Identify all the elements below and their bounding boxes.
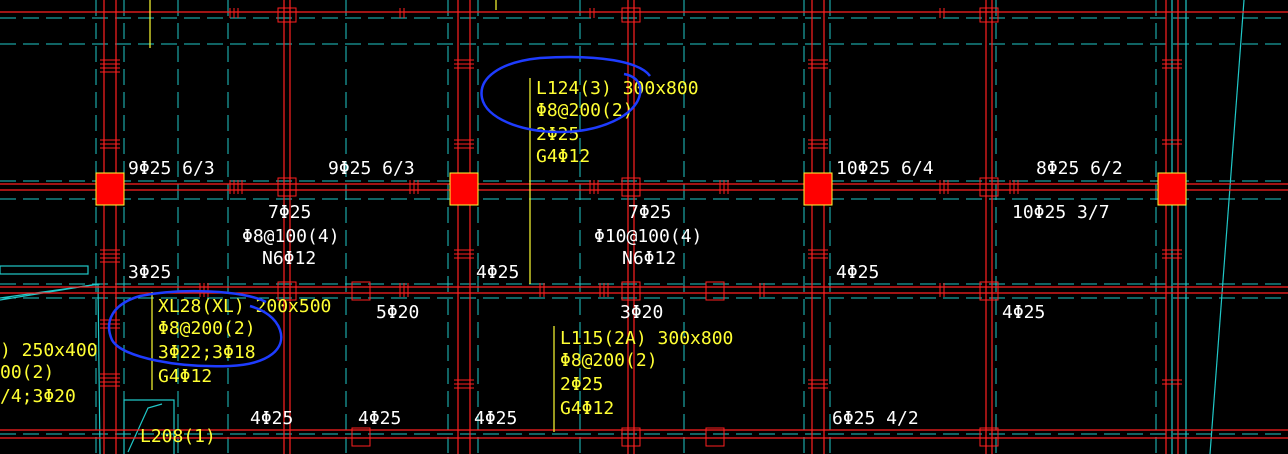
beam-tag-line: Φ8@200(2)	[158, 318, 256, 339]
annotation: 10Φ25 6/4	[836, 158, 934, 179]
annotation: 7Φ25	[628, 202, 671, 223]
beam-tag-line: G4Φ12	[560, 398, 614, 419]
cyan-outlines	[0, 0, 1245, 454]
beam-tag-line: Φ8@200(2)	[536, 100, 634, 121]
beam-tag-line: ) 250x400	[0, 340, 98, 361]
annotation: 4Φ25	[476, 262, 519, 283]
markup-circle-XL28	[107, 289, 283, 368]
leader-lines	[149, 0, 555, 432]
markup-circles	[107, 55, 652, 368]
columns	[95, 172, 1187, 206]
rebar-annotations: 9Φ25 6/3 9Φ25 6/3 10Φ25 6/4 8Φ25 6/2 10Φ…	[128, 158, 1123, 429]
column-2	[449, 172, 479, 206]
annotation: 9Φ25 6/3	[128, 158, 215, 179]
column-1	[95, 172, 125, 206]
annotation: 4Φ25	[474, 408, 517, 429]
column-4	[1157, 172, 1187, 206]
beam-tag-left-partial[interactable]: ) 250x400 00(2) /4;3Φ20	[0, 340, 98, 407]
annotation: 6Φ25 4/2	[832, 408, 919, 429]
annotation: 3Φ20	[620, 302, 663, 323]
markup-circle-L124	[480, 55, 652, 134]
annotation: Φ8@100(4)	[242, 226, 340, 247]
annotation: Φ10@100(4)	[594, 226, 702, 247]
annotation: 4Φ25	[250, 408, 293, 429]
beam-tag-line: Φ8@200(2)	[560, 350, 658, 371]
annotation: 3Φ25	[128, 262, 171, 283]
annotation: 4Φ25	[1002, 302, 1045, 323]
beam-tag-line: 2Φ25	[536, 124, 579, 145]
beam-tag-line: G4Φ12	[536, 146, 590, 167]
annotation: 9Φ25 6/3	[328, 158, 415, 179]
annotation: 4Φ25	[358, 408, 401, 429]
beam-tag-line: 2Φ25	[560, 374, 603, 395]
annotation: 7Φ25	[268, 202, 311, 223]
beam-tag-line: G4Φ12	[158, 366, 212, 387]
beam-tag-XL28[interactable]: XL28(XL) 200x500 Φ8@200(2) 3Φ22;3Φ18 G4Φ…	[158, 296, 331, 387]
beam-tag-line: XL28(XL) 200x500	[158, 296, 331, 317]
beam-tag-line: 00(2)	[0, 362, 54, 383]
annotation: 10Φ25 3/7	[1012, 202, 1110, 223]
beam-tag-L208[interactable]: L208(1)	[140, 426, 216, 447]
beam-tag-line: 3Φ22;3Φ18	[158, 342, 256, 363]
annotation: 4Φ25	[836, 262, 879, 283]
beam-tag-line: /4;3Φ20	[0, 386, 76, 407]
annotation: N6Φ12	[622, 248, 676, 269]
annotation: 5Φ20	[376, 302, 419, 323]
beam-tag-line: L124(3) 300x800	[536, 78, 699, 99]
cross-details	[277, 7, 999, 447]
beam-tag-L124[interactable]: L124(3) 300x800 Φ8@200(2) 2Φ25 G4Φ12	[536, 78, 699, 167]
beam-tag-line: L115(2A) 300x800	[560, 328, 733, 349]
annotation: 8Φ25 6/2	[1036, 158, 1123, 179]
beam-tag-L115[interactable]: L115(2A) 300x800 Φ8@200(2) 2Φ25 G4Φ12	[560, 328, 733, 419]
annotation: N6Φ12	[262, 248, 316, 269]
column-3	[803, 172, 833, 206]
